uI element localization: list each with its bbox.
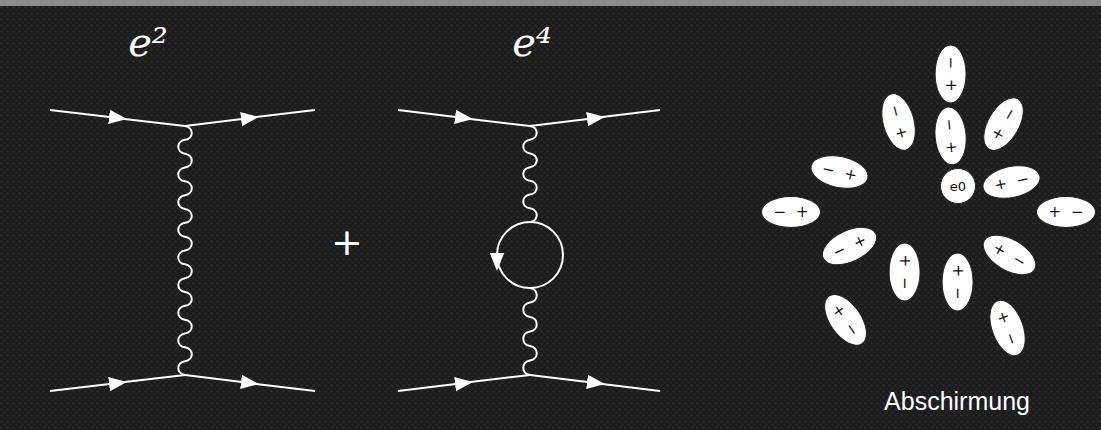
charge-sign: − [821,160,837,180]
charge-sign: − [942,56,960,69]
charge-sign: + [994,308,1015,326]
charge-sign: − [1010,250,1030,272]
charge-sign: − [773,203,786,221]
central-charge: e0 [940,168,976,204]
charge-sign: + [796,203,809,221]
dipole-ellipse: −+ [761,196,820,228]
charge-sign: + [942,140,961,154]
charge-sign: − [949,287,967,300]
charge-sign: + [987,124,1009,144]
charge-sign: − [1071,203,1084,221]
charge-sign: + [829,300,851,321]
charge-sign: + [892,125,913,142]
charge-sign: − [1015,170,1031,190]
charge-sign: − [896,277,914,290]
charge-sign: + [851,230,870,252]
plus-sign: + [331,220,363,264]
charge-sign: + [1048,203,1061,221]
charge-sign: − [886,103,907,120]
charge-sign: + [942,79,960,92]
charge-sign: + [990,238,1010,260]
e2-label: e² [128,19,168,65]
charge-sign: + [896,254,914,267]
charge-sign: − [999,104,1021,124]
caption-label: Abschirmung [884,387,1030,416]
charge-sign: + [993,174,1009,194]
charge-sign: + [949,264,967,277]
charge-sign: − [1001,330,1022,348]
dipole-ellipse: +− [1036,196,1095,228]
charge-sign: − [841,319,863,340]
charge-label: e0 [950,179,966,194]
charge-sign: + [843,164,859,184]
charge-sign: − [830,240,849,262]
charge-sign: − [941,118,960,132]
e4-label: e⁴ [512,19,552,65]
